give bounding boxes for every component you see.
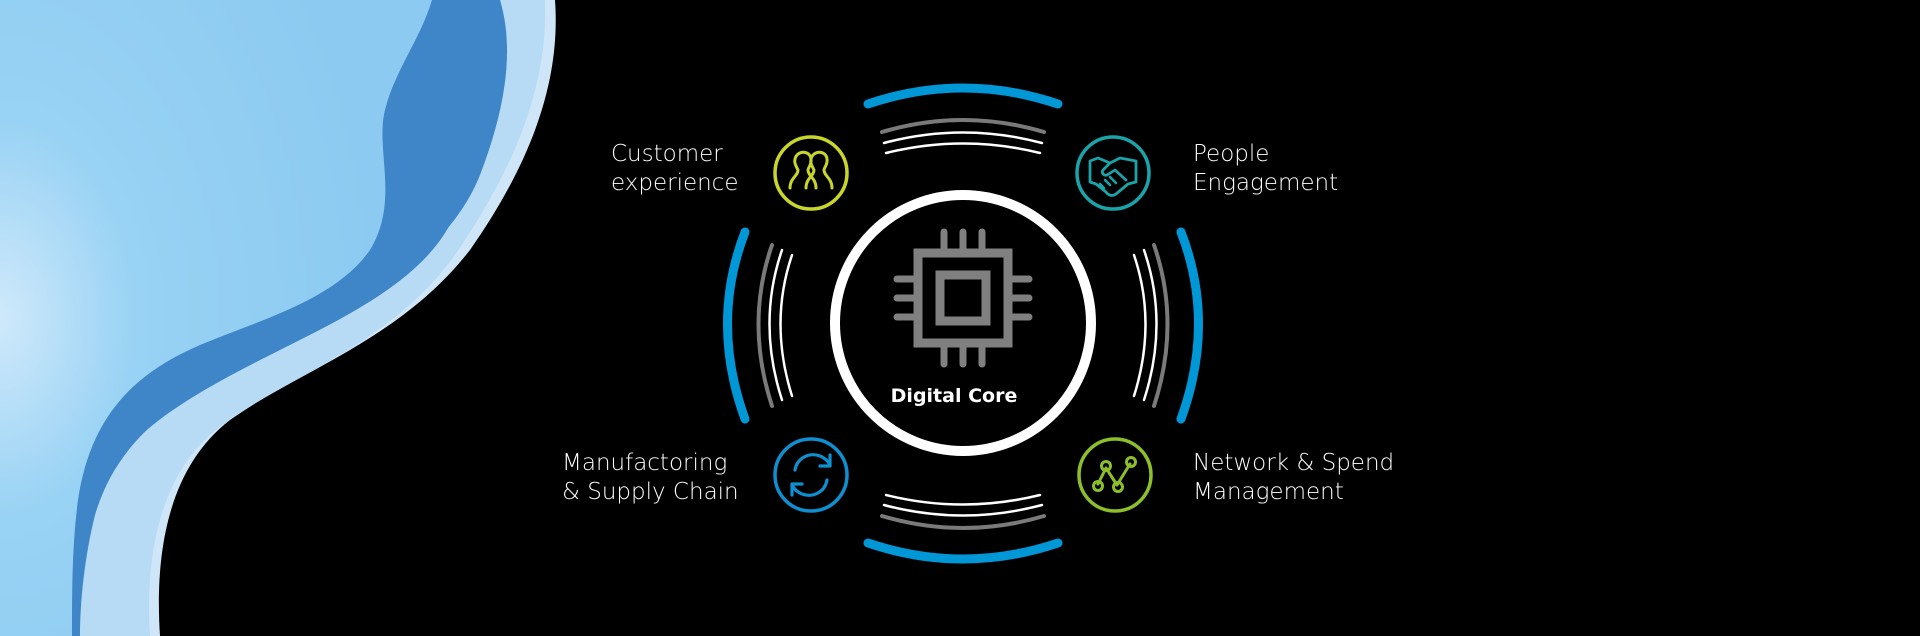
- people-engagement-label: People Engagement: [1193, 140, 1338, 198]
- manufacturing-label-line2: & Supply Chain: [562, 479, 739, 505]
- network-label-line2: Management: [1193, 479, 1344, 505]
- refresh-cycle-icon: [773, 437, 849, 513]
- handshake-icon: [1075, 135, 1151, 211]
- microchip-icon: [893, 228, 1033, 368]
- line-graph-icon: [1077, 437, 1153, 513]
- customer-label-line1: Customer: [611, 141, 723, 167]
- customer-experience-label: Customer experience: [611, 140, 738, 198]
- people-label-line1: People: [1193, 141, 1270, 167]
- bottom-arcs: [863, 493, 1063, 564]
- customer-label-line2: experience: [611, 170, 739, 196]
- digital-core-label: Digital Core: [890, 385, 1018, 407]
- top-arcs: [863, 83, 1063, 155]
- network-spend-management-label: Network & Spend Management: [1193, 449, 1394, 507]
- left-arcs: [723, 227, 794, 424]
- manufacturing-label-line1: Manufactoring: [562, 450, 728, 476]
- right-arcs: [1132, 227, 1203, 424]
- network-label-line1: Network & Spend: [1193, 450, 1395, 476]
- people-group-icon: [773, 135, 849, 211]
- manufacturing-supply-chain-label: Manufactoring & Supply Chain: [562, 449, 739, 507]
- people-label-line2: Engagement: [1193, 170, 1339, 196]
